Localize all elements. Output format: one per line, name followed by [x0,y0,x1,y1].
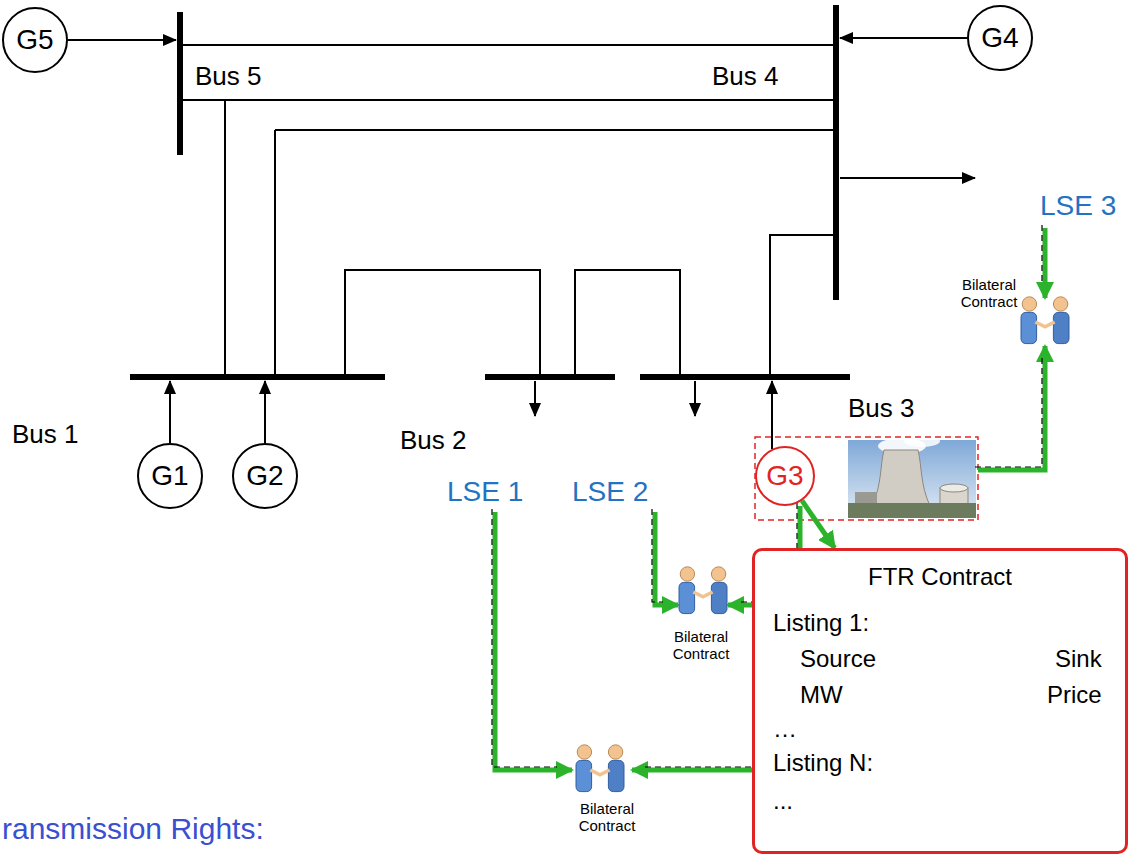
dashed-flow [652,509,663,602]
listing-heading: Listing N: [773,749,873,777]
load-arrow [840,177,975,179]
transmission-lines [180,45,836,377]
section-heading: ransmission Rights: [2,812,264,847]
line [180,99,836,101]
line [274,130,276,377]
dashed-flow [975,355,1042,467]
ftr-contract-box: FTR ContractListing 1: Source SinkMW Price …… [752,548,1128,854]
generator-circle: G1 [137,443,203,509]
power-plant-photo [848,440,976,518]
contract-flow [978,346,1045,470]
generator-circle: G2 [232,443,298,509]
line [180,44,836,46]
column-header: Price [1047,681,1102,709]
contract-flow [1043,228,1048,298]
injection-arrow [840,37,967,39]
generator-label: G1 [151,461,188,492]
ellipsis: … [773,715,797,743]
contract-flow [655,512,678,605]
lse-label: LSE 2 [572,476,648,508]
power-arrows [68,38,975,449]
lse-label: LSE 1 [447,476,523,508]
circle-shape [756,447,814,505]
bus-label: Bus 2 [400,426,467,456]
bus-label: Bus 1 [12,420,79,450]
injection-arrow [68,39,176,41]
contract-label: Bilateral Contract [952,276,1026,311]
lse-label: LSE 3 [1040,190,1116,222]
handshake-icon [679,567,727,614]
bus-label: Bus 3 [848,394,915,424]
injection-arrow [771,381,773,449]
generator-label: G4 [981,23,1018,54]
ellipsis: ... [773,787,793,815]
line [575,270,680,377]
bus-label: Bus 5 [195,62,262,92]
handshake-icon [576,745,624,792]
bus-bars [130,5,850,377]
contract-flow [495,512,572,770]
box-title: FTR Contract [868,563,1012,591]
injection-arrow [169,381,171,443]
bus-bar [833,5,839,300]
circle-shape [3,8,67,72]
line [224,100,226,377]
bus-bar [177,12,183,155]
contract-label: Bilateral Contract [664,628,738,663]
column-header: MW [800,681,843,709]
line [345,270,540,377]
circle-shape [233,444,297,508]
bus-bar [640,374,850,380]
circle-shape [138,444,202,508]
generator-label: G2 [246,461,283,492]
generator-circle: G3 [755,446,815,506]
load-arrow [694,381,696,416]
generator-label: G5 [16,25,53,56]
line [275,129,836,131]
dashed-flow [492,509,557,767]
load-arrow [534,381,536,416]
bus-label: Bus 4 [712,62,779,92]
bus-bar [130,374,385,380]
column-header: Source [800,645,876,673]
generator-circle: G4 [967,5,1033,71]
listing-heading: Listing 1: [773,609,869,637]
generator-boundary [755,437,978,520]
injection-arrow [264,381,266,443]
contract-arrow [802,501,835,548]
line [770,235,836,377]
handshake-icon [1021,297,1069,344]
column-header: Sink [1055,645,1102,673]
circle-shape [968,6,1032,70]
generator-circle: G5 [2,7,68,73]
bus-bar [485,374,615,380]
contract-label: Bilateral Contract [570,800,644,835]
generator-label: G3 [766,461,803,492]
dashed-flow [1041,225,1042,283]
